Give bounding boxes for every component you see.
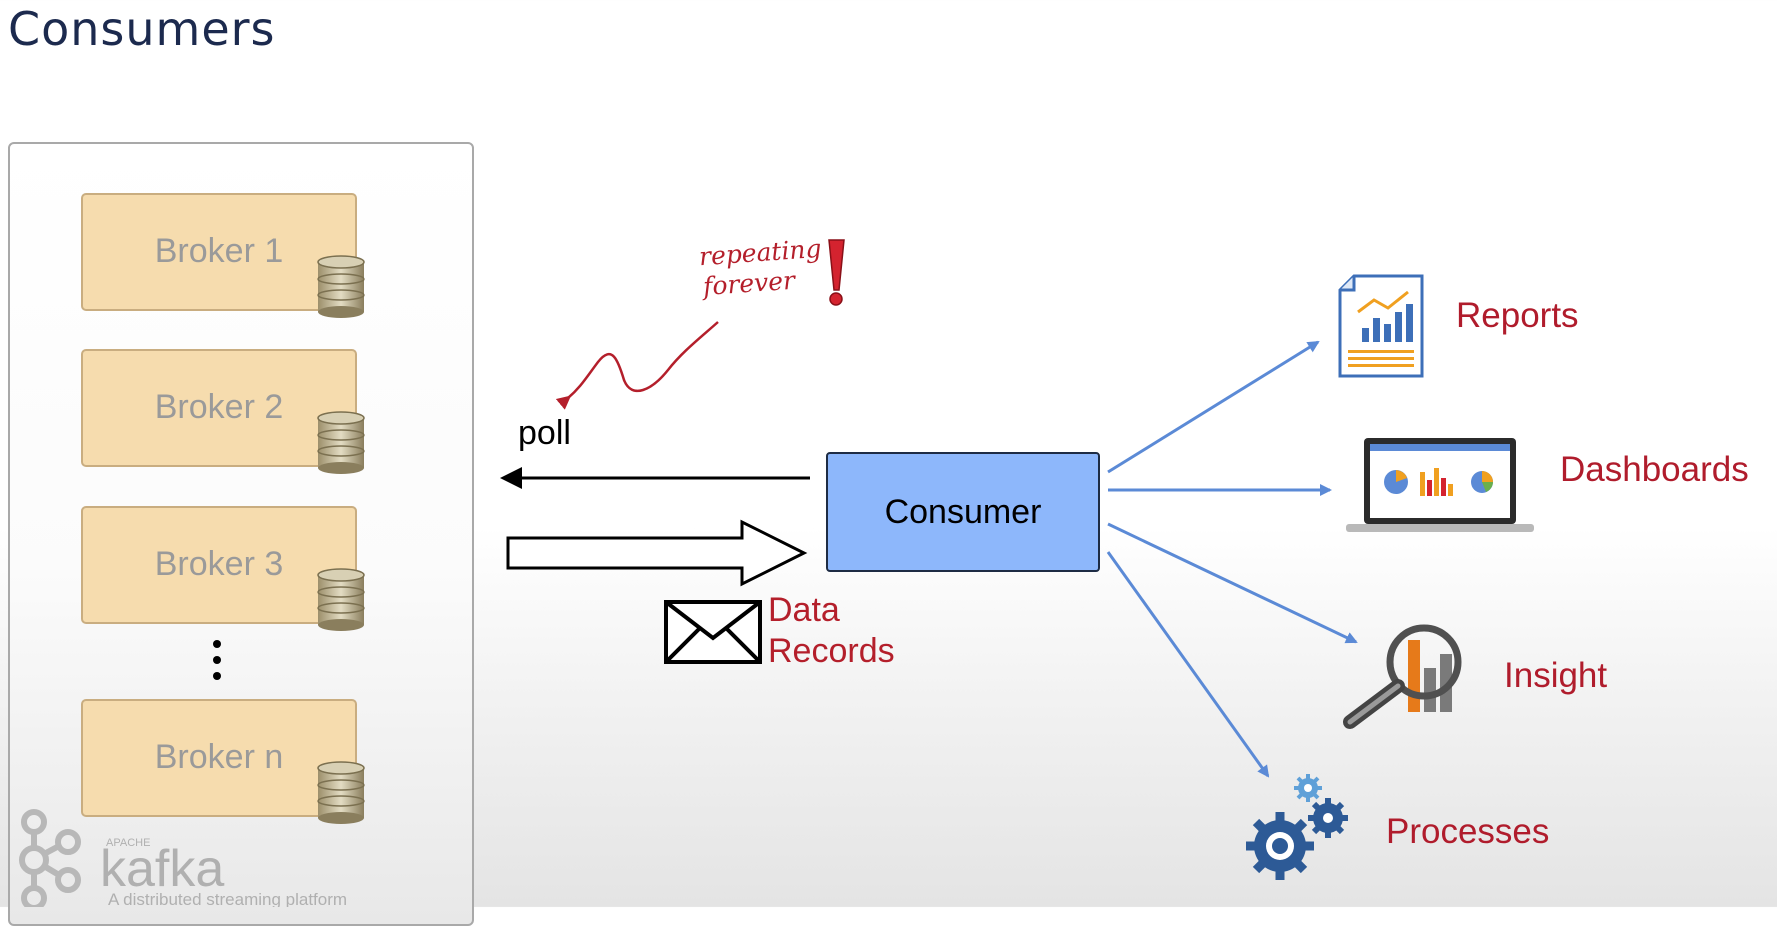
database-icon bbox=[317, 761, 365, 824]
laptop-dashboard-icon bbox=[1346, 438, 1534, 532]
report-document-icon bbox=[1338, 274, 1424, 378]
broker-2: Broker 2 bbox=[81, 349, 357, 467]
kafka-logo-overline: APACHE bbox=[106, 837, 150, 849]
repeating-forever-note: repeating forever bbox=[698, 234, 824, 302]
kafka-logo: APACHE kafka A distributed streaming pla… bbox=[19, 809, 347, 907]
envelope-icon bbox=[664, 600, 762, 664]
data-records-label-line1: Data bbox=[768, 591, 840, 629]
consumer-node: Consumer bbox=[826, 452, 1100, 572]
processes-label: Processes bbox=[1386, 812, 1550, 851]
poll-label: poll bbox=[518, 414, 571, 452]
data-records-label-line2: Records bbox=[768, 632, 895, 670]
broker-n: Broker n bbox=[81, 699, 357, 817]
connector-to-insight bbox=[1107, 522, 1358, 644]
database-icon bbox=[317, 411, 365, 474]
data-records-label: Data Records bbox=[768, 590, 895, 672]
connector-to-processes bbox=[1106, 551, 1270, 778]
insight-magnifier-icon bbox=[1343, 624, 1462, 729]
connector-to-reports bbox=[1107, 340, 1320, 474]
insight-label: Insight bbox=[1504, 656, 1608, 695]
dashboards-label: Dashboards bbox=[1560, 450, 1749, 489]
more-brokers-ellipsis bbox=[210, 640, 224, 688]
database-icon bbox=[317, 255, 365, 318]
processes-gears-icon bbox=[1246, 774, 1348, 880]
page-title: Consumers bbox=[8, 2, 276, 56]
reports-label: Reports bbox=[1456, 296, 1579, 335]
broker-3: Broker 3 bbox=[81, 506, 357, 624]
poll-arrow bbox=[500, 467, 810, 489]
database-icon bbox=[317, 568, 365, 631]
data-records-arrow bbox=[506, 519, 808, 587]
kafka-logo-wordmark: kafka bbox=[100, 840, 224, 898]
repeat-squiggle-arrow bbox=[555, 321, 719, 410]
exclamation-icon bbox=[828, 239, 845, 306]
broker-1: Broker 1 bbox=[81, 193, 357, 311]
connector-layer bbox=[500, 239, 1358, 778]
kafka-logo-tagline: A distributed streaming platform bbox=[108, 890, 347, 907]
